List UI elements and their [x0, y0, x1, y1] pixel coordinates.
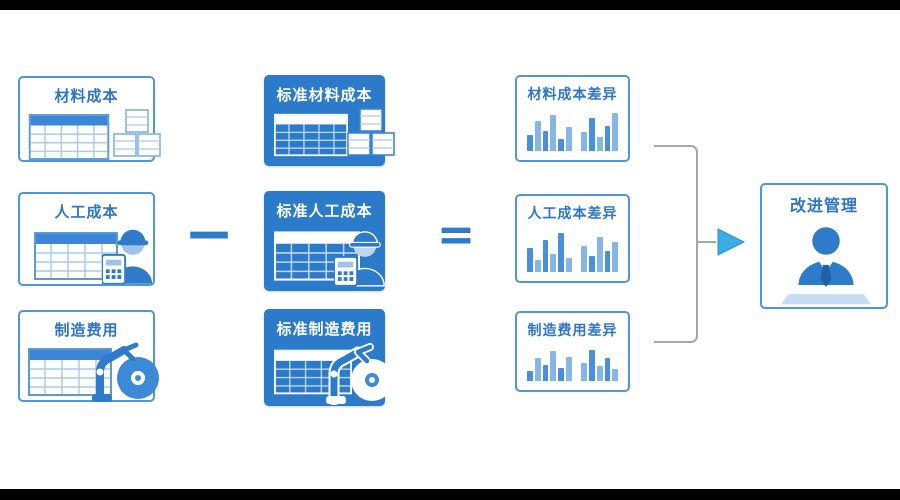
chart-bar	[596, 366, 603, 381]
equals-operator: =	[436, 207, 476, 261]
overhead-variance-label: 制造费用差异	[527, 323, 618, 339]
labor-variance-box: 人工成本差异	[515, 194, 630, 283]
worker-icon	[102, 229, 153, 284]
chart-bar	[604, 125, 611, 151]
improve-management-box: 改进管理	[760, 183, 888, 309]
actual-labor-cost-label: 人工成本	[54, 203, 119, 221]
spreadsheet-icon	[274, 231, 360, 281]
chart-bar	[534, 121, 541, 151]
letterbox-top	[0, 0, 900, 10]
robot-arm-icon	[326, 343, 393, 405]
improve-management-label: 改进管理	[789, 196, 858, 215]
robot-arm-icon	[92, 342, 159, 402]
chart-bar	[596, 236, 603, 272]
chart-bar	[527, 370, 533, 381]
spreadsheet-icon	[28, 114, 110, 160]
overhead-variance-box: 制造费用差异	[515, 311, 630, 392]
chart-bar	[558, 138, 564, 151]
chart-bar	[527, 248, 533, 272]
minus-operator: −	[183, 199, 235, 269]
worker-icon	[334, 231, 385, 287]
chart-bar	[565, 127, 572, 151]
chart-bar	[550, 114, 556, 151]
chart-bar	[589, 349, 595, 381]
standard-labor-cost-box: 标准人工成本	[264, 191, 385, 291]
chart-bar	[596, 137, 603, 151]
chart-bar	[527, 135, 533, 151]
chart-bar	[604, 251, 611, 272]
actual-material-cost-label: 材料成本	[54, 87, 119, 105]
chart-bar	[565, 257, 572, 272]
chart-bar	[558, 233, 564, 272]
boxes-icon	[347, 108, 395, 156]
actual-overhead-cost-box: 制造费用	[18, 310, 159, 402]
chart-bar	[542, 130, 549, 151]
chart-bar	[581, 362, 587, 381]
material-variance-bar-chart	[527, 110, 618, 151]
chart-bar	[534, 358, 541, 381]
standard-overhead-cost-label: 标准制造费用	[276, 320, 373, 338]
chart-bar	[612, 368, 618, 381]
chart-bar	[581, 246, 587, 272]
manager-icon	[781, 227, 871, 305]
actual-material-cost-box: 材料成本	[18, 76, 161, 162]
chart-bar	[581, 132, 587, 151]
chart-bar	[558, 367, 564, 381]
chart-bar	[612, 113, 618, 151]
chart-bar	[604, 357, 611, 381]
boxes-icon	[113, 109, 161, 157]
chart-bar	[542, 365, 549, 381]
chart-bar	[550, 253, 556, 272]
spreadsheet-icon	[274, 113, 348, 157]
chart-bar	[550, 351, 556, 381]
actual-labor-cost-box: 人工成本	[18, 192, 155, 286]
standard-material-cost-label: 标准材料成本	[276, 86, 373, 104]
chart-bar	[612, 241, 618, 272]
standard-material-cost-box: 标准材料成本	[264, 75, 395, 166]
chart-bar	[589, 255, 595, 272]
actual-overhead-cost-label: 制造费用	[54, 321, 119, 339]
labor-variance-label: 人工成本差异	[527, 206, 618, 222]
chart-bar	[542, 239, 549, 272]
material-variance-box: 材料成本差异	[515, 75, 630, 162]
chart-bar	[534, 259, 541, 272]
letterbox-bottom	[0, 489, 900, 500]
material-variance-label: 材料成本差异	[527, 87, 618, 103]
overhead-variance-bar-chart	[527, 346, 618, 381]
bracket-arrow	[654, 145, 746, 343]
chart-bar	[589, 118, 595, 151]
labor-variance-bar-chart	[527, 229, 618, 272]
chart-bar	[565, 356, 572, 381]
standard-labor-cost-label: 标准人工成本	[276, 202, 373, 220]
standard-overhead-cost-box: 标准制造费用	[264, 309, 393, 406]
